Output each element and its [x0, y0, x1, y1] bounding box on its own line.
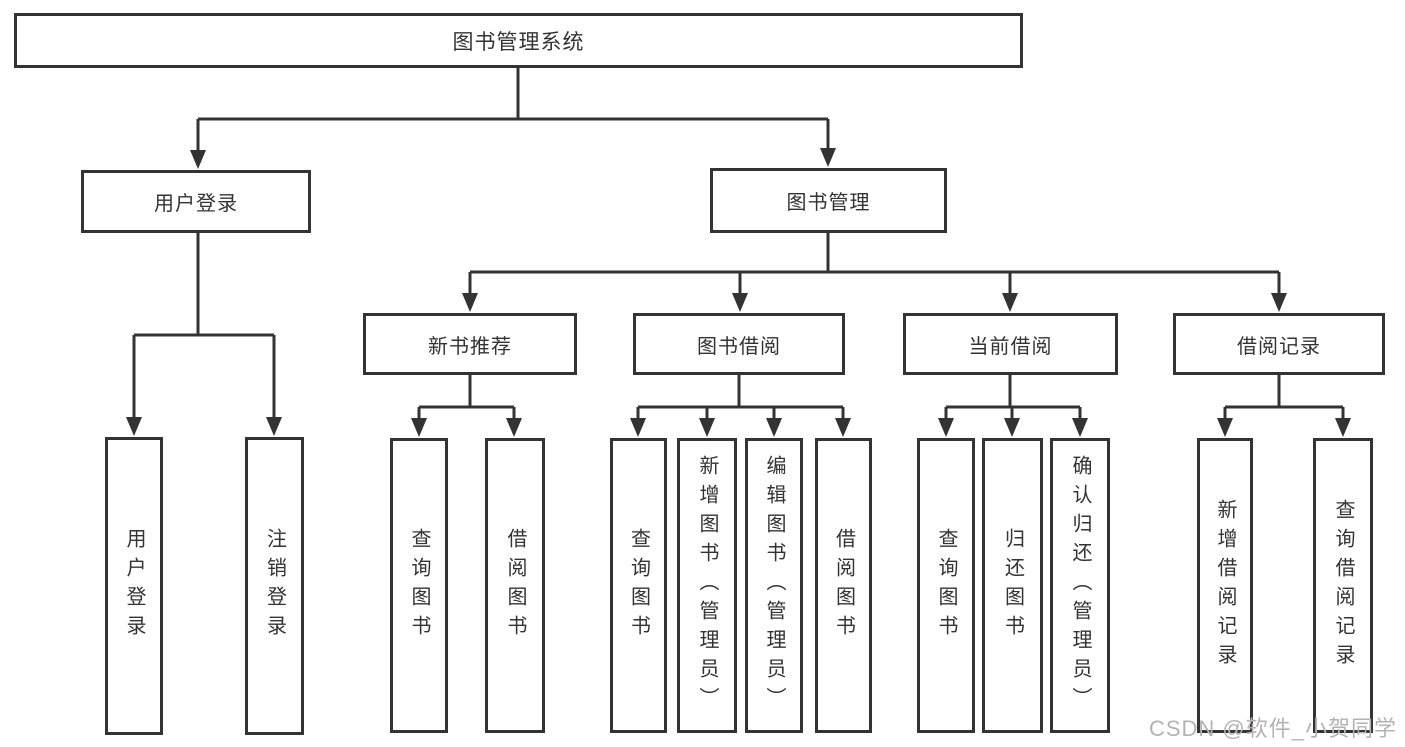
leaf-label: 用户登录	[123, 528, 145, 644]
node-book-management: 图书管理	[710, 168, 947, 233]
leaf-add-books-admin: 新增图书（管理员）	[677, 438, 737, 733]
leaf-label: 借阅图书	[504, 527, 526, 644]
leaf-label: 查询图书	[627, 527, 650, 644]
leaf-borrow-books: 借阅图书	[815, 438, 872, 733]
leaf-label: 查询图书	[935, 527, 957, 644]
leaf-label: 归还图书	[1001, 527, 1024, 644]
node-book-borrow: 图书借阅	[633, 313, 845, 375]
node-new-book-recommend: 新书推荐	[363, 313, 577, 375]
connector-lines	[132, 68, 1345, 422]
node-label: 图书管理系统	[452, 30, 585, 54]
node-user-login: 用户登录	[81, 170, 311, 233]
leaf-user-login: 用户登录	[105, 437, 163, 735]
node-library-management-system: 图书管理系统	[14, 13, 1023, 68]
leaf-return-books: 归还图书	[982, 438, 1043, 733]
node-label: 图书借阅	[697, 335, 781, 358]
node-label: 图书管理	[786, 192, 871, 214]
leaf-label: 新增借阅记录	[1214, 498, 1236, 673]
leaf-query-books-borrow: 查询图书	[610, 438, 667, 733]
node-label: 当前借阅	[968, 335, 1053, 358]
leaf-confirm-return-admin: 确认归还（管理员）	[1050, 438, 1110, 733]
node-borrow-records: 借阅记录	[1173, 313, 1385, 375]
leaf-logout: 注销登录	[245, 437, 304, 735]
node-label: 用户登录	[154, 193, 238, 215]
leaf-query-books-recommend: 查询图书	[390, 438, 448, 733]
leaf-query-borrow-record: 查询借阅记录	[1313, 438, 1373, 733]
leaf-label: 确认归还（管理员）	[1069, 455, 1091, 716]
csdn-watermark: CSDN @软件_小贺同学	[1148, 716, 1397, 741]
leaf-label: 借阅图书	[832, 527, 855, 644]
leaf-label: 查询借阅记录	[1332, 498, 1354, 673]
leaf-borrow-books-recommend: 借阅图书	[485, 438, 545, 733]
leaf-label: 注销登录	[263, 528, 286, 644]
node-current-borrow: 当前借阅	[903, 313, 1118, 375]
node-label: 新书推荐	[428, 335, 512, 358]
node-label: 借阅记录	[1237, 335, 1321, 358]
leaf-label: 编辑图书（管理员）	[763, 455, 785, 716]
leaf-query-books-current: 查询图书	[917, 438, 975, 733]
leaf-edit-books-admin: 编辑图书（管理员）	[745, 438, 803, 733]
leaf-add-borrow-record: 新增借阅记录	[1197, 438, 1253, 733]
arrowheads	[126, 148, 1351, 437]
leaf-label: 查询图书	[408, 527, 430, 644]
leaf-label: 新增图书（管理员）	[696, 455, 718, 716]
